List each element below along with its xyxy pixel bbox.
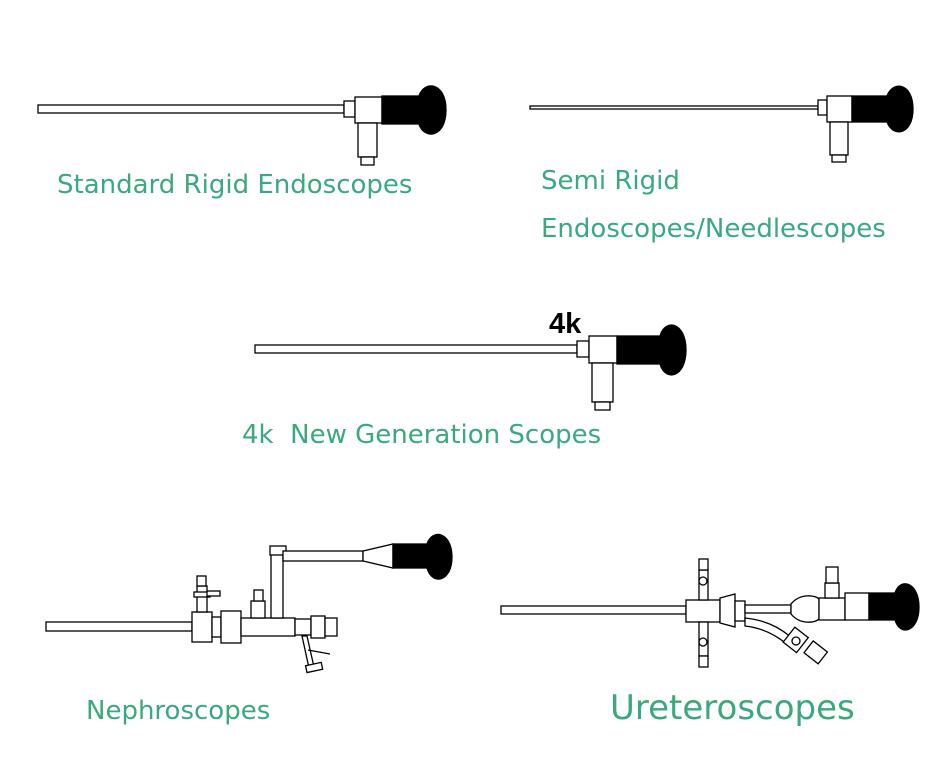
new-generation-scope-drawing [254, 324, 687, 411]
caption-new-generation: 4k New Generation Scopes [242, 420, 602, 450]
caption-standard-rigid: Standard Rigid Endoscopes [57, 170, 413, 200]
nephroscope-drawing [45, 533, 453, 674]
caption-semi-rigid-line-2: Endoscopes/Needlescopes [541, 214, 886, 244]
badge-4k: 4k [549, 308, 582, 340]
standard-rigid-endoscope-drawing [37, 85, 447, 166]
caption-ureteroscope: Ureteroscopes [610, 688, 855, 728]
caption-semi-rigid-line-1: Semi Rigid [541, 166, 680, 196]
ureteroscope-drawing [500, 558, 920, 668]
semi-rigid-endoscope-drawing [529, 85, 914, 163]
caption-nephroscope: Nephroscopes [86, 696, 271, 726]
